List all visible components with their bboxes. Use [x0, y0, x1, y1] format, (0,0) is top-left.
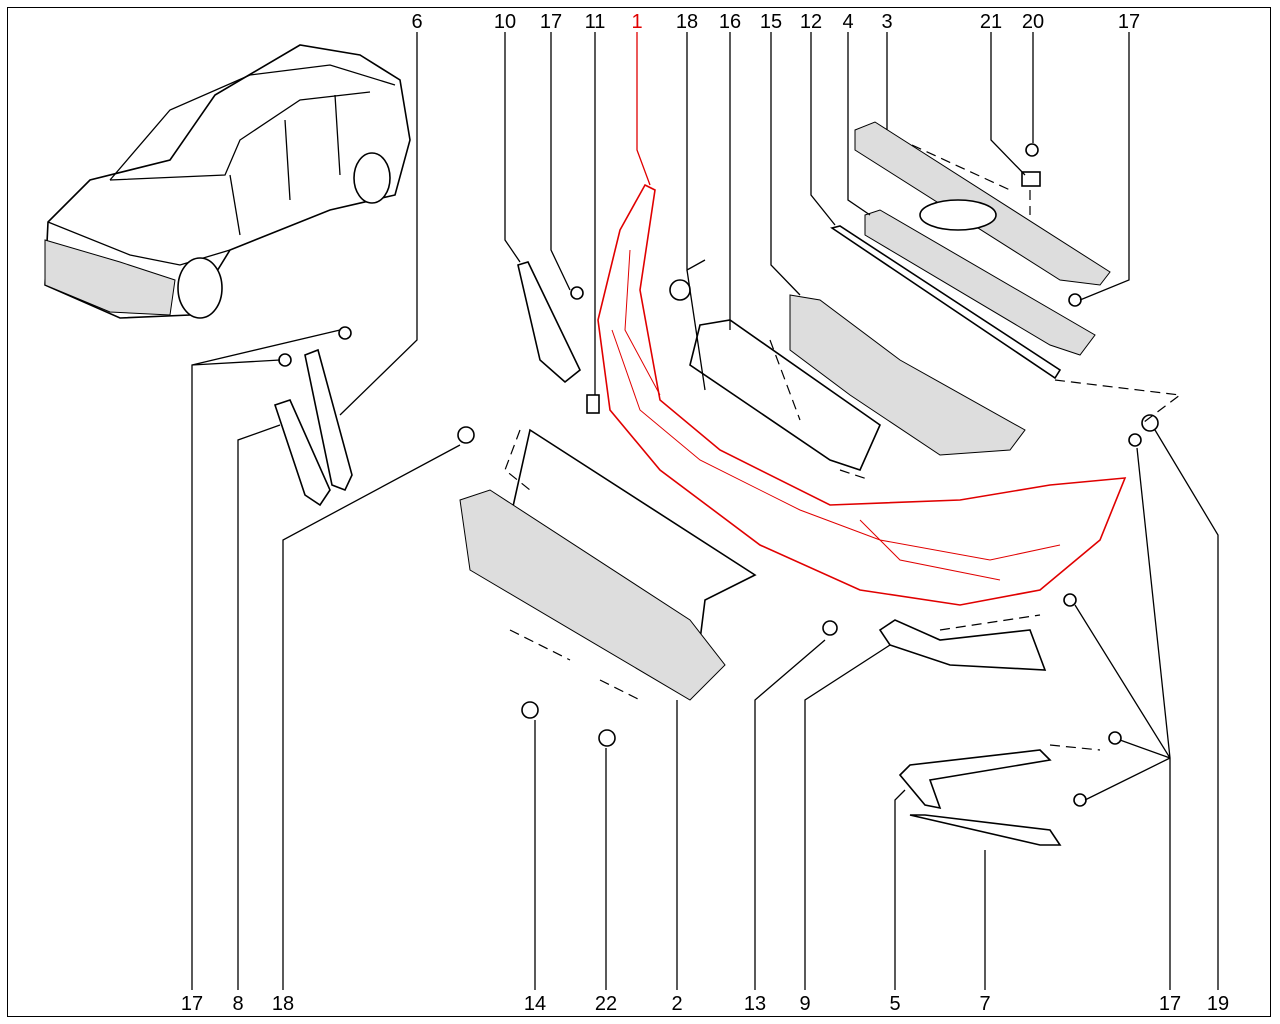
callouts-bottom: 17 8 18 14 22 2 13 9 5 7 17 19: [181, 993, 1229, 1015]
callout-16[interactable]: 16: [719, 11, 741, 33]
callout-10[interactable]: 10: [494, 11, 516, 33]
part-22-screw: [598, 729, 616, 747]
part-17-screw: [1073, 793, 1087, 807]
callout-7[interactable]: 7: [979, 993, 990, 1015]
callout-17[interactable]: 17: [540, 11, 562, 33]
part-18-clip: [457, 426, 475, 444]
part-15-grille-lower[interactable]: [789, 294, 1026, 456]
callouts-top: 6 10 17 11 1 18 16 15 12 4 3 21 20 17: [411, 11, 1140, 33]
callout-3[interactable]: 3: [881, 11, 892, 33]
part-17-screw: [1108, 731, 1122, 745]
callout-17[interactable]: 17: [1159, 993, 1181, 1015]
callout-9[interactable]: 9: [799, 993, 810, 1015]
callout-18[interactable]: 18: [676, 11, 698, 33]
callout-19[interactable]: 19: [1207, 993, 1229, 1015]
part-1-front-bumper[interactable]: [597, 183, 1127, 606]
leader-lines: [191, 32, 1219, 990]
callout-13[interactable]: 13: [744, 993, 766, 1015]
part-14-clip: [521, 701, 539, 719]
part-20-screw: [1025, 143, 1039, 157]
callout-15[interactable]: 15: [760, 11, 782, 33]
part-5-trim[interactable]: [898, 749, 1052, 810]
part-17-screw: [278, 353, 292, 367]
part-13-screw: [822, 620, 838, 636]
callout-1[interactable]: 1: [631, 11, 642, 33]
callout-17[interactable]: 17: [181, 993, 203, 1015]
callout-17[interactable]: 17: [1118, 11, 1140, 33]
callout-22[interactable]: 22: [595, 993, 617, 1015]
diagram-frame: [7, 7, 1271, 1017]
callout-11[interactable]: 11: [585, 11, 606, 33]
callout-18[interactable]: 18: [272, 993, 294, 1015]
part-8-trim[interactable]: [273, 399, 331, 507]
part-2-grille[interactable]: [459, 489, 726, 701]
car-overview-illustration: [44, 44, 411, 319]
part-7-trim[interactable]: [909, 814, 1062, 846]
part-6-trim[interactable]: [304, 348, 353, 492]
part-10-bracket[interactable]: [517, 261, 581, 384]
callout-14[interactable]: 14: [524, 993, 546, 1015]
part-17-screw: [1068, 293, 1082, 307]
emblem-icon: [919, 199, 997, 231]
callout-8[interactable]: 8: [232, 993, 243, 1015]
callout-5[interactable]: 5: [889, 993, 900, 1015]
part-17-screw: [338, 326, 352, 340]
part-9-fog-trim[interactable]: [878, 619, 1047, 671]
part-19-clip: [1141, 414, 1159, 432]
part-12-strip[interactable]: [830, 225, 1062, 380]
callout-4[interactable]: 4: [842, 11, 853, 33]
callout-21[interactable]: 21: [980, 11, 1002, 33]
part-17-screw: [1063, 593, 1077, 607]
part-18-clip: [669, 279, 691, 301]
part-21-bracket: [1021, 171, 1041, 187]
part-17-screw: [1128, 433, 1142, 447]
callout-20[interactable]: 20: [1022, 11, 1044, 33]
callout-6[interactable]: 6: [411, 11, 422, 33]
part-4-grille-upper[interactable]: [864, 209, 1096, 356]
callout-12[interactable]: 12: [800, 11, 822, 33]
callout-2[interactable]: 2: [671, 993, 682, 1015]
part-17-screw: [570, 286, 584, 300]
part-11-clip: [586, 394, 600, 414]
